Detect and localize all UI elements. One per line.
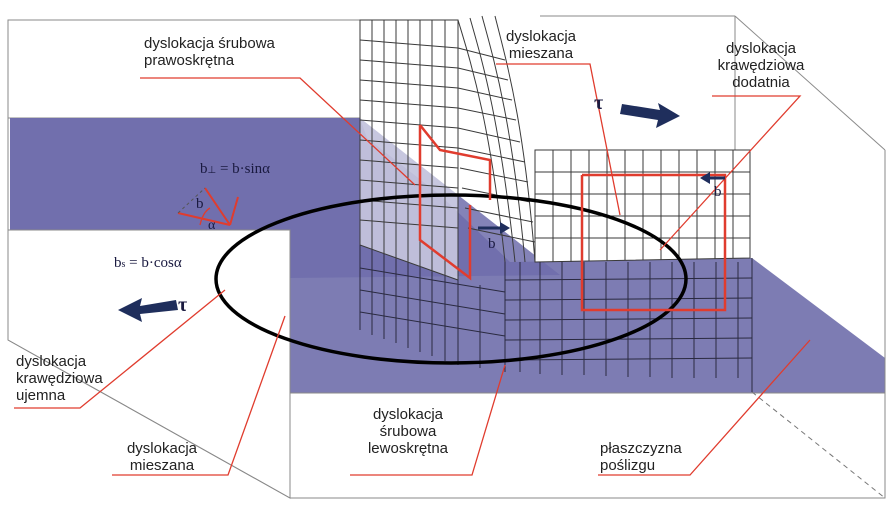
left-lower-lattice <box>359 245 506 372</box>
b-s-formula: bs = b·cosα <box>114 255 182 271</box>
b-symbol-right: b <box>714 184 722 200</box>
label-edge-negative: dyslokacja krawędziowa ujemna <box>16 353 103 404</box>
burgers-vector-construction <box>177 187 239 226</box>
burgers-circuits <box>418 124 727 312</box>
label-mixed-top: dyslokacja mieszana <box>505 28 577 62</box>
burgers-arrow-right <box>700 172 725 184</box>
label-edge-positive: dyslokacja krawędziowa dodatnia <box>717 40 805 91</box>
label-screw-left: dyslokacja śrubowa lewoskrętna <box>367 406 449 457</box>
shear-arrow-right <box>620 103 680 128</box>
burgers-arrow-center <box>478 222 510 234</box>
leader-lines <box>14 63 811 476</box>
lower-lattice-grid <box>504 258 753 392</box>
label-mixed-bottom: dyslokacja mieszana <box>126 440 198 474</box>
b-symbol-center: b <box>488 236 496 252</box>
alpha-symbol: α <box>208 218 216 233</box>
b-symbol-left: b <box>196 196 204 212</box>
right-lattice-grid <box>534 149 751 263</box>
b-perp-formula: b⊥ = b·sinα <box>200 161 271 177</box>
label-screw-right: dyslokacja śrubowa prawoskrętna <box>144 35 275 69</box>
shear-arrow-left <box>118 298 178 322</box>
label-slip-plane: płaszczyzna poślizgu <box>600 440 682 474</box>
twisted-lattice <box>457 15 536 263</box>
dislocation-loop <box>214 193 688 365</box>
tau-symbol-left: τ <box>178 294 188 316</box>
tau-symbol-right: τ <box>594 92 604 114</box>
